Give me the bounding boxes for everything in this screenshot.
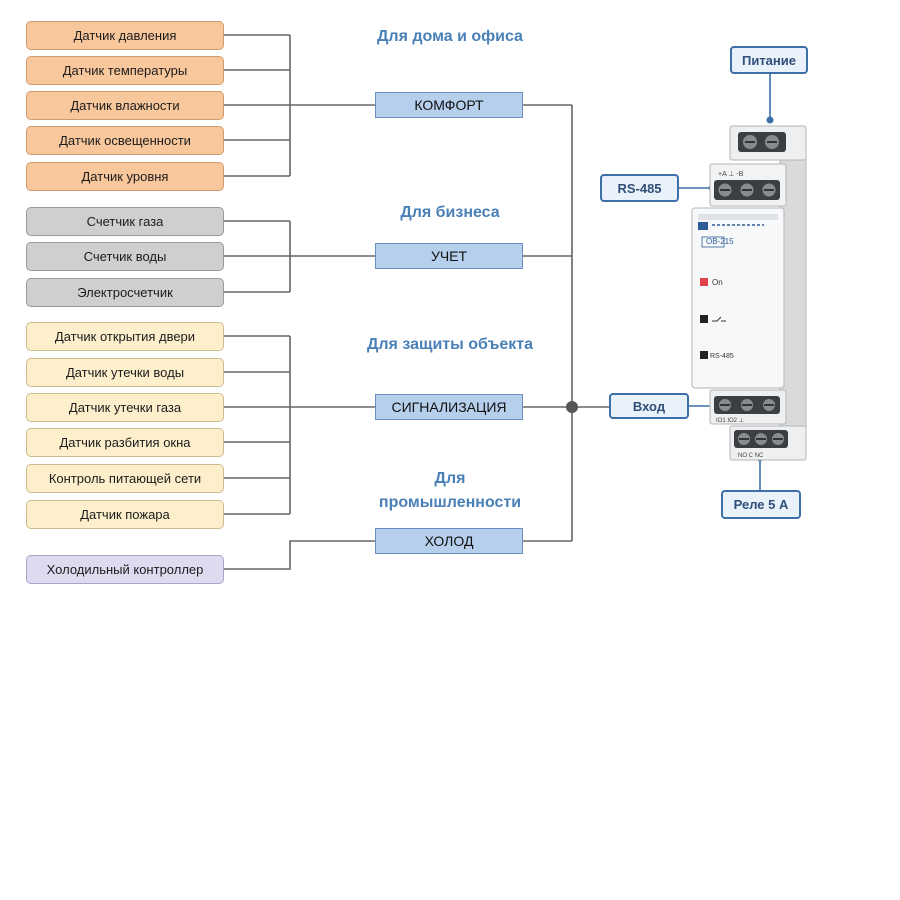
heading-business: Для бизнеса xyxy=(400,204,500,221)
io-terminal-labels: IO1 IO2 ⊥ xyxy=(716,417,744,424)
on-led xyxy=(700,278,708,286)
sensor-light: Датчик освещенности xyxy=(26,126,224,155)
relay-terminal-labels: NO C NC xyxy=(738,453,764,459)
heading-industry: Для промышленности xyxy=(378,470,522,511)
category-metering: УЧЕТ xyxy=(375,243,523,269)
callout-relay: Реле 5 А xyxy=(721,490,801,519)
category-alarm: СИГНАЛИЗАЦИЯ xyxy=(375,394,523,420)
meter-electric: Электросчетчик xyxy=(26,278,224,307)
sensor-fire: Датчик пожара xyxy=(26,500,224,529)
sensor-water-leak: Датчик утечки воды xyxy=(26,358,224,387)
power-terminal-screws xyxy=(738,132,786,152)
sensor-temperature: Датчик температуры xyxy=(26,56,224,85)
relay-led-icon xyxy=(700,315,726,323)
sensor-humidity: Датчик влажности xyxy=(26,91,224,120)
callout-rs485: RS-485 xyxy=(600,174,679,202)
sensor-pressure: Датчик давления xyxy=(26,21,224,50)
sensor-gas-leak: Датчик утечки газа xyxy=(26,393,224,422)
din-rail-module: +A ⊥ -B ОВ-215 On RS-485 IO1 IO xyxy=(691,125,807,461)
callout-power: Питание xyxy=(730,46,808,74)
rs485-led xyxy=(700,351,708,359)
model-label: ОВ-215 xyxy=(706,237,734,246)
heading-home-office: Для дома и офиса xyxy=(377,28,523,45)
fridge-controller: Холодильный контроллер xyxy=(26,555,224,584)
brand-logo xyxy=(698,222,764,230)
callout-input: Вход xyxy=(609,393,689,419)
meter-gas: Счетчик газа xyxy=(26,207,224,236)
meter-water: Счетчик воды xyxy=(26,242,224,271)
category-cold: ХОЛОД xyxy=(375,528,523,554)
on-led-label: On xyxy=(712,278,723,287)
sensor-door: Датчик открытия двери xyxy=(26,322,224,351)
rs485-terminal-labels: +A ⊥ -B xyxy=(718,171,744,178)
category-comfort: КОМФОРТ xyxy=(375,92,523,118)
power-grid-monitor: Контроль питающей сети xyxy=(26,464,224,493)
heading-security: Для защиты объекта xyxy=(366,336,533,353)
sensor-window-break: Датчик разбития окна xyxy=(26,428,224,457)
rs485-led-label: RS-485 xyxy=(710,353,734,360)
sensor-level: Датчик уровня xyxy=(26,162,224,191)
